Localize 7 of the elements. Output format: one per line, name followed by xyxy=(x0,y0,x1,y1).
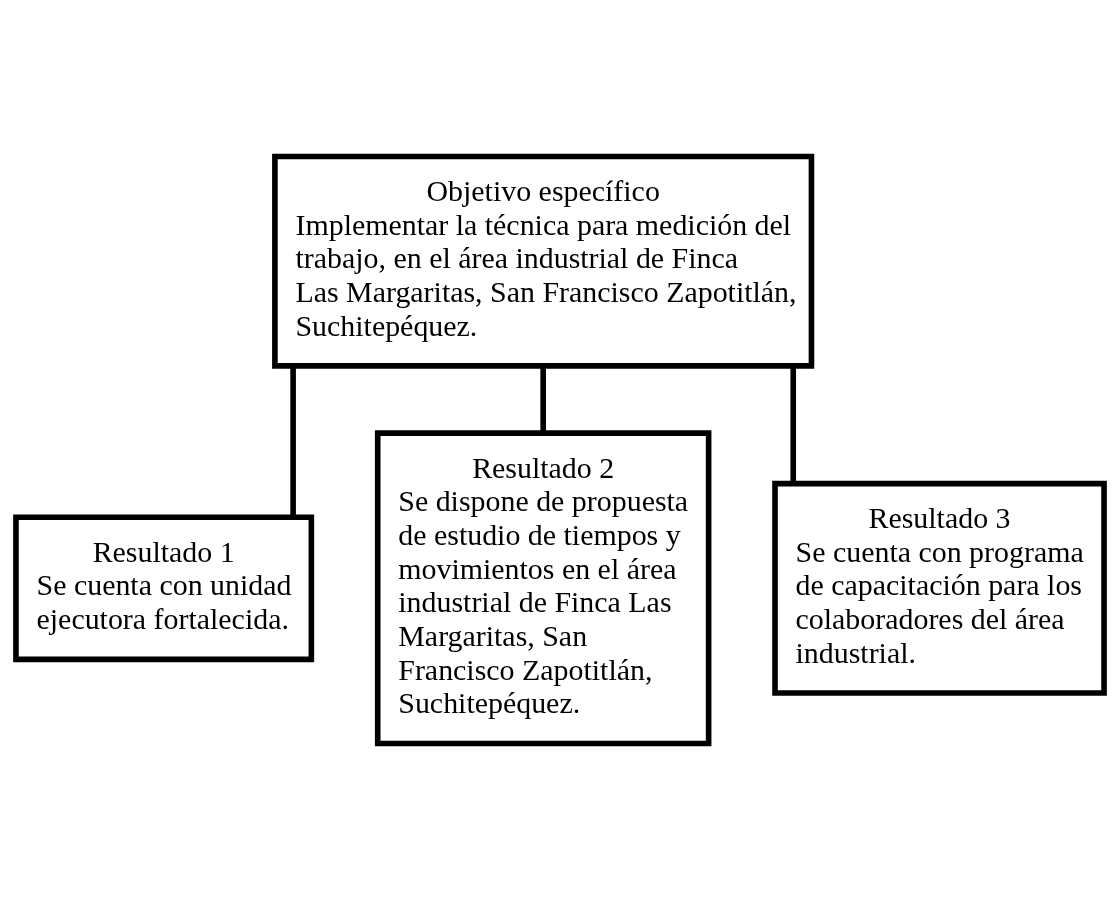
connector xyxy=(790,366,797,483)
connector xyxy=(290,366,296,517)
node-box: Resultado 2 Se dispone de propuesta de estudio de tiempos y movimientos en el área industrial de Finca Las Margaritas, San Francisco Zapotitlán, Suchitepéquez. xyxy=(374,429,712,746)
node-box: Resultado 1 Se cuenta con unidad ejecutora fortalecida. xyxy=(13,514,315,662)
node-box: Resultado 3 Se cuenta con programa de capacitación para los colaboradores del área industrial. xyxy=(772,480,1107,696)
connector xyxy=(540,366,546,433)
node-box: Objetivo específico Implementar la técnica para medición del trabajo, en el área industrial de Finca Las Margaritas, San Francisco Zapotitlán, Suchitepéquez. xyxy=(272,153,815,369)
